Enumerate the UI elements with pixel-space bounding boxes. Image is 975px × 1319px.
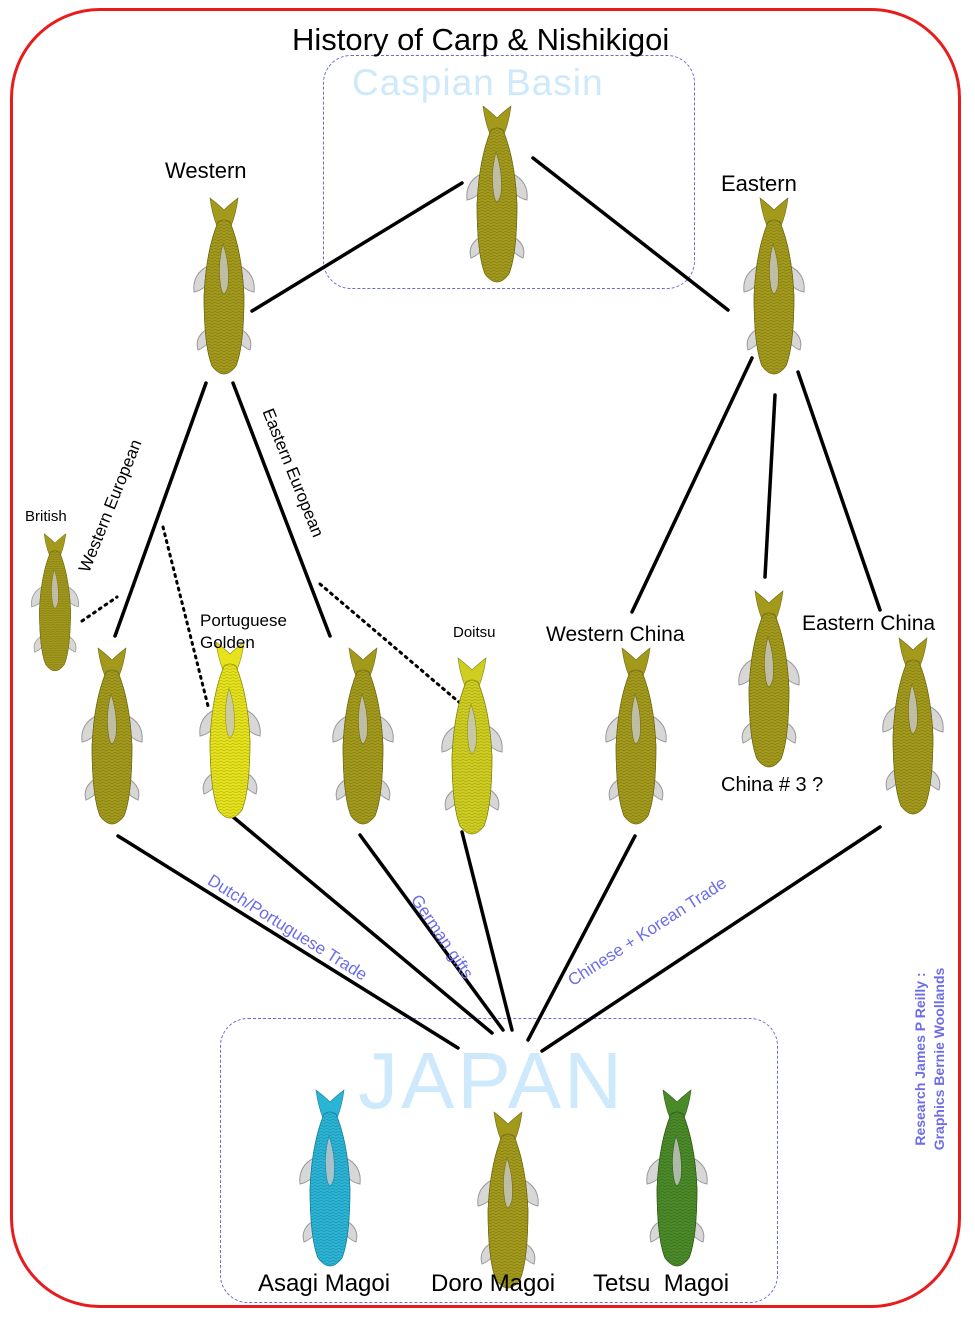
fish-western: [194, 198, 254, 374]
fish-doro: [478, 1112, 538, 1288]
credits-graphics: Graphics Bernie Woollands: [930, 929, 949, 1189]
fish-caspian: [467, 106, 527, 282]
western-label: Western: [165, 158, 247, 184]
fish-western-china: [606, 648, 666, 824]
eastern-label: Eastern: [721, 171, 797, 197]
edge-eastern-western-china: [632, 358, 752, 612]
edge-caspian-eastern: [533, 158, 728, 310]
portuguese-golden-label: Portuguese Golden: [200, 610, 287, 654]
edge-eastern-eastern-china: [798, 372, 880, 610]
edge-british: [82, 597, 117, 621]
fish-portuguese-golden: [200, 642, 260, 818]
edge-doitsu: [320, 584, 460, 703]
british-label: British: [25, 508, 67, 525]
doitsu-label: Doitsu: [453, 624, 496, 641]
fish-western-european: [82, 648, 142, 824]
edge-doitsu-japan: [462, 832, 512, 1030]
edge-eastern-china3: [765, 395, 775, 577]
fish-tetsu: [647, 1090, 707, 1266]
fish-eastern-european: [333, 648, 393, 824]
china3-label: China # 3 ?: [721, 774, 823, 797]
fish-british: [31, 534, 78, 671]
edge-caspian-western: [252, 183, 462, 311]
fish-eastern: [744, 198, 804, 374]
tetsu-magoi-label: Tetsu Magoi: [593, 1270, 729, 1298]
edge-eastern-china-japan: [542, 827, 880, 1051]
doro-magoi-label: Doro Magoi: [431, 1270, 555, 1298]
fish-china3: [739, 591, 799, 767]
asagi-magoi-label: Asagi Magoi: [258, 1270, 390, 1298]
edge-western-western-european: [115, 383, 206, 636]
edge-wesern-european-japan: [118, 836, 458, 1048]
fish-doitsu: [442, 658, 502, 834]
caspian-basin-label: Caspian Basin: [352, 62, 604, 104]
fish-asagi: [300, 1090, 360, 1266]
japan-label: JAPAN: [358, 1035, 625, 1127]
eastern-china-label: Eastern China: [802, 612, 935, 636]
western-china-label: Western China: [546, 623, 685, 647]
diagram-title: History of Carp & Nishikigoi: [292, 22, 669, 58]
credits: Research James P Reilly : Graphics Berni…: [911, 929, 949, 1189]
fish-eastern-china: [883, 638, 943, 814]
credits-research: Research James P Reilly :: [911, 929, 930, 1189]
